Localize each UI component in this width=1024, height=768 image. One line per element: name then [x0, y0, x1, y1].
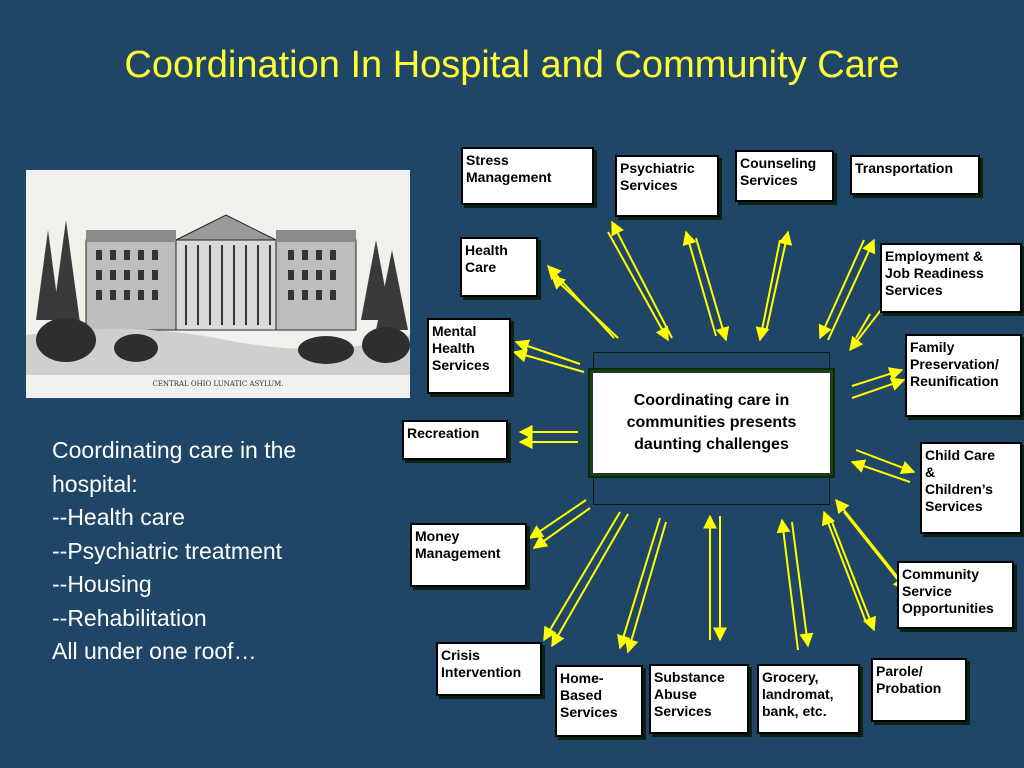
- service-box: Community Service Opportunities: [897, 561, 1014, 629]
- service-box: Home- Based Services: [555, 665, 643, 737]
- hospital-item: --Health care: [52, 504, 185, 530]
- arrow-line: [607, 231, 669, 342]
- asylum-illustration: CENTRAL OHIO LUNATIC ASYLUM.: [26, 170, 410, 398]
- service-box: Grocery, landromat, bank, etc.: [757, 664, 860, 734]
- arrow-line: [843, 511, 907, 592]
- arrow-line: [818, 239, 865, 340]
- arrow-line: [551, 513, 629, 648]
- arrow-line: [624, 521, 667, 654]
- service-box: Counseling Services: [735, 150, 834, 202]
- arrow-line: [765, 230, 793, 333]
- arrow-line: [776, 518, 799, 651]
- arrow-line: [543, 511, 621, 642]
- service-box: Crisis Intervention: [436, 642, 542, 696]
- hospital-item: --Psychiatric treatment: [52, 537, 283, 564]
- hospital-care-list: Coordinating care in the hospital: --Hea…: [52, 434, 382, 669]
- arrow-line: [528, 499, 587, 539]
- arrow-line: [755, 239, 781, 342]
- arrow-line: [682, 230, 717, 337]
- arrow-line: [851, 367, 904, 387]
- service-box: Transportation: [850, 155, 980, 195]
- arrow-line: [850, 459, 911, 483]
- service-box: Parole/ Probation: [871, 658, 967, 722]
- arrow-line: [512, 348, 585, 373]
- arrow-line: [855, 449, 916, 475]
- center-challenge-box: Coordinating care in communities present…: [590, 370, 833, 476]
- arrow-line: [831, 521, 876, 632]
- service-box: Money Management: [410, 523, 527, 587]
- service-box: Mental Health Services: [427, 318, 511, 394]
- arrow-line: [617, 517, 661, 650]
- service-box: Child Care & Children’s Services: [920, 442, 1022, 534]
- service-box: Employment & Job Readiness Services: [880, 243, 1022, 313]
- arrow-line: [851, 377, 906, 399]
- arrow-line: [695, 237, 730, 342]
- asylum-engraving: CENTRAL OHIO LUNATIC ASYLUM.: [26, 170, 410, 398]
- hospital-heading-2: hospital:: [52, 470, 138, 497]
- service-box: Stress Management: [461, 147, 594, 205]
- page-title: Coordination In Hospital and Community C…: [124, 44, 900, 86]
- hospital-heading: Coordinating care in the: [52, 437, 297, 463]
- arrow-line: [849, 305, 885, 352]
- service-box: Family Preservation/ Reunification: [905, 334, 1022, 417]
- arrow-line: [550, 275, 619, 339]
- hospital-item: --Housing: [52, 571, 152, 597]
- arrow-line: [514, 339, 581, 365]
- service-box: Health Care: [460, 237, 538, 297]
- arrow-line: [611, 220, 673, 339]
- photo-caption: CENTRAL OHIO LUNATIC ASYLUM.: [152, 380, 283, 388]
- arrow-line: [532, 507, 591, 549]
- service-box: Substance Abuse Services: [649, 664, 749, 734]
- hospital-item: --Rehabilitation: [52, 604, 207, 631]
- hospital-footer: All under one roof…: [52, 638, 257, 664]
- arrow-line: [855, 313, 871, 339]
- arrow-line: [791, 521, 814, 648]
- service-box: Psychiatric Services: [615, 155, 719, 217]
- arrow-line: [827, 238, 876, 341]
- service-box: Recreation: [402, 420, 508, 460]
- arrow-line: [821, 510, 867, 623]
- arrow-line: [835, 498, 901, 581]
